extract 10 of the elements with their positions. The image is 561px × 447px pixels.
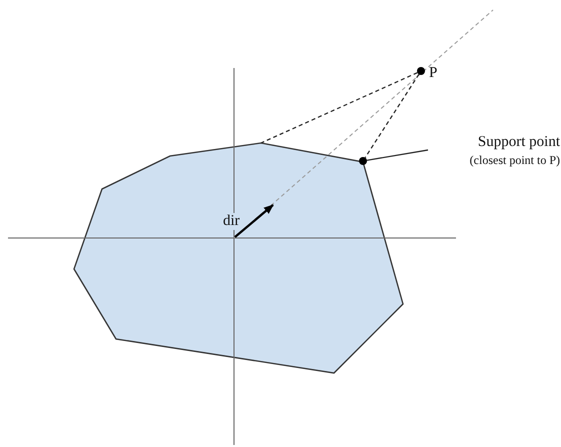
leader-line [366,149,428,161]
dashed-line [364,74,420,158]
point-marker [417,67,425,75]
vector-label: dir [222,213,241,230]
callout-text: Support point [476,133,560,152]
convex-polygon-shape [74,143,403,373]
point-marker [359,157,367,165]
point-label: P [429,65,438,82]
dashed-line [260,72,418,144]
callout-note: (closest point to P) [468,152,560,168]
